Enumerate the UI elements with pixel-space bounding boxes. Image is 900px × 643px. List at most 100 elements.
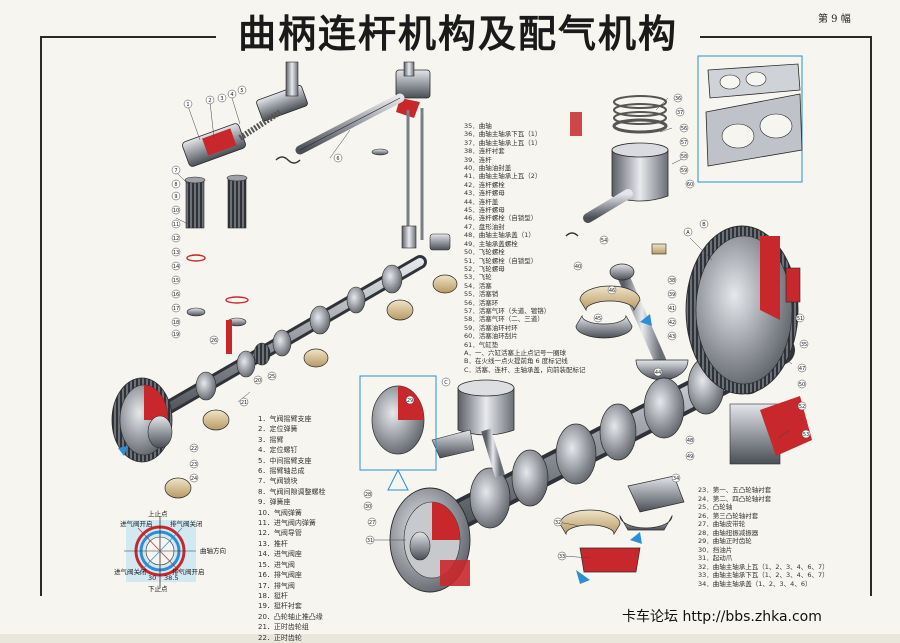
legend-entry: 50．飞轮螺栓 — [464, 248, 505, 257]
callout-marker: 34 — [671, 473, 681, 483]
callout-marker: 7 — [171, 165, 181, 175]
legend-entry: 7．气阀锁块 — [258, 477, 298, 486]
svg-text:28: 28 — [365, 492, 371, 498]
legend-entry: 19．挺杆衬套 — [258, 602, 302, 611]
legend-entry: 61．气缸垫 — [464, 340, 499, 349]
legend-entry: 2．定位弹簧 — [258, 425, 298, 434]
svg-text:11: 11 — [173, 222, 179, 228]
svg-text:49: 49 — [687, 454, 693, 460]
legend-entry: 29．曲轴正时齿轮 — [698, 537, 752, 545]
legend-entry: 9．弹簧座 — [258, 498, 291, 507]
legend-entry: 22．正时齿轮 — [258, 633, 302, 642]
callout-marker: 24 — [189, 473, 199, 483]
callout-marker: 52 — [797, 401, 807, 411]
legend-entry: 1．气阀摇臂支座 — [258, 415, 312, 423]
callout-marker: 15 — [171, 275, 181, 285]
legend-entry: 6．摇臂轴总成 — [258, 467, 305, 476]
callout-marker: 4 — [227, 89, 237, 99]
callout-marker: 2 — [205, 95, 215, 105]
assembly-direction-arrows — [118, 314, 652, 584]
svg-text:41: 41 — [669, 306, 675, 312]
legend-entry: 38．连杆衬套 — [464, 147, 505, 156]
callout-marker: B — [699, 219, 709, 229]
legend-entry: 12．气阀导管 — [258, 529, 302, 538]
damper-detail-inset — [359, 375, 437, 491]
tdc-label: 上止点 — [148, 510, 168, 518]
svg-text:13: 13 — [173, 250, 179, 256]
callout-marker: 19 — [171, 329, 181, 339]
angle-38-label: 38.5 — [164, 574, 179, 582]
legend-entry: 21．正时齿轮组 — [258, 623, 309, 632]
callout-marker: 37 — [675, 107, 685, 117]
svg-text:56: 56 — [681, 126, 687, 132]
legend-entry: 3．摇臂 — [258, 435, 284, 444]
svg-text:35: 35 — [801, 342, 807, 348]
svg-text:22: 22 — [191, 446, 197, 452]
callout-marker: 9 — [171, 191, 181, 201]
callout-marker: 51 — [795, 313, 805, 323]
legend-entry: 27．曲轴皮带轮 — [698, 520, 746, 528]
svg-text:54: 54 — [601, 238, 607, 244]
legend-entry: 42．连杆螺栓 — [464, 180, 505, 189]
legend-entry: 5．中间摇臂支座 — [258, 456, 312, 465]
svg-text:20: 20 — [255, 378, 261, 384]
svg-text:29: 29 — [407, 398, 413, 404]
legend-entry: 32．曲轴主轴承上瓦（1、2、3、4、6、7） — [698, 562, 829, 571]
svg-text:1: 1 — [186, 102, 189, 108]
frame-top-right — [700, 36, 872, 38]
svg-text:38: 38 — [669, 278, 675, 284]
legend-entry: 25．凸轮轴 — [698, 503, 733, 511]
legend-entry: 43．连杆螺母 — [464, 189, 505, 198]
legend-entry: 16．排气阀座 — [258, 571, 302, 580]
legend-entry: 40．曲轴油封盖 — [464, 164, 512, 173]
legend-entry: 55．活塞销 — [464, 290, 499, 299]
callout-marker: 28 — [363, 489, 373, 499]
rotation-label: 曲轴方向 — [200, 547, 226, 555]
svg-text:59: 59 — [681, 168, 687, 174]
rocker-shaft — [275, 93, 405, 164]
legend-entry: 17．排气阀 — [258, 581, 295, 590]
callout-marker: 41 — [667, 303, 677, 313]
valves — [186, 120, 389, 354]
legend-entry: 20．凸轮轴止推凸缘 — [258, 612, 323, 621]
legend-entry: 30．挡油片 — [698, 545, 733, 554]
svg-text:47: 47 — [799, 366, 805, 372]
frame-top-left — [40, 36, 216, 38]
frame-left — [40, 36, 42, 596]
legend-entry: 56．活塞环 — [464, 298, 499, 307]
svg-text:53: 53 — [803, 432, 809, 438]
legend-entry: 57．活塞气环（头道、镀铬） — [464, 306, 551, 315]
callout-marker: 22 — [189, 443, 199, 453]
legend-entry: B．在火线一点火提前角 6 度标记线 — [464, 357, 568, 366]
legend-entry: 53．飞轮 — [464, 273, 492, 282]
callout-marker: 1 — [183, 99, 193, 109]
callout-marker: 16 — [171, 289, 181, 299]
callout-marker: 53 — [801, 429, 811, 439]
svg-text:52: 52 — [799, 404, 805, 410]
svg-text:40: 40 — [575, 264, 581, 270]
callout-marker: 32 — [553, 517, 563, 527]
svg-text:8: 8 — [174, 182, 177, 188]
legend-entry: 36．曲轴主轴承下瓦（1） — [464, 130, 542, 139]
bdc-label: 下止点 — [148, 585, 168, 593]
callout-marker: 20 — [253, 375, 263, 385]
legend-entry: 31．起动爪 — [698, 554, 733, 562]
legend-entry: 33．曲轴主轴承下瓦（1、2、3、4、6、7） — [698, 571, 829, 579]
callout-marker: 17 — [171, 303, 181, 313]
svg-text:58: 58 — [681, 154, 687, 160]
svg-text:25: 25 — [269, 374, 275, 380]
cylinder-head-gasket — [697, 55, 803, 183]
callout-marker: 57 — [679, 137, 689, 147]
callout-markers: 1 2 3 4 5 6 7 8 9 10 11 12 13 14 15 16 1… — [171, 85, 811, 561]
push-rods — [401, 108, 451, 251]
svg-text:30: 30 — [365, 504, 371, 510]
legend-entry: 41．曲轴主轴承上瓦（2） — [464, 172, 542, 181]
svg-text:31: 31 — [367, 538, 373, 544]
callout-marker: 13 — [171, 247, 181, 257]
legend-entry: 60．活塞油环刮片 — [464, 332, 518, 341]
legend-entry: 13．推杆 — [258, 539, 288, 548]
svg-text:26: 26 — [211, 338, 217, 344]
